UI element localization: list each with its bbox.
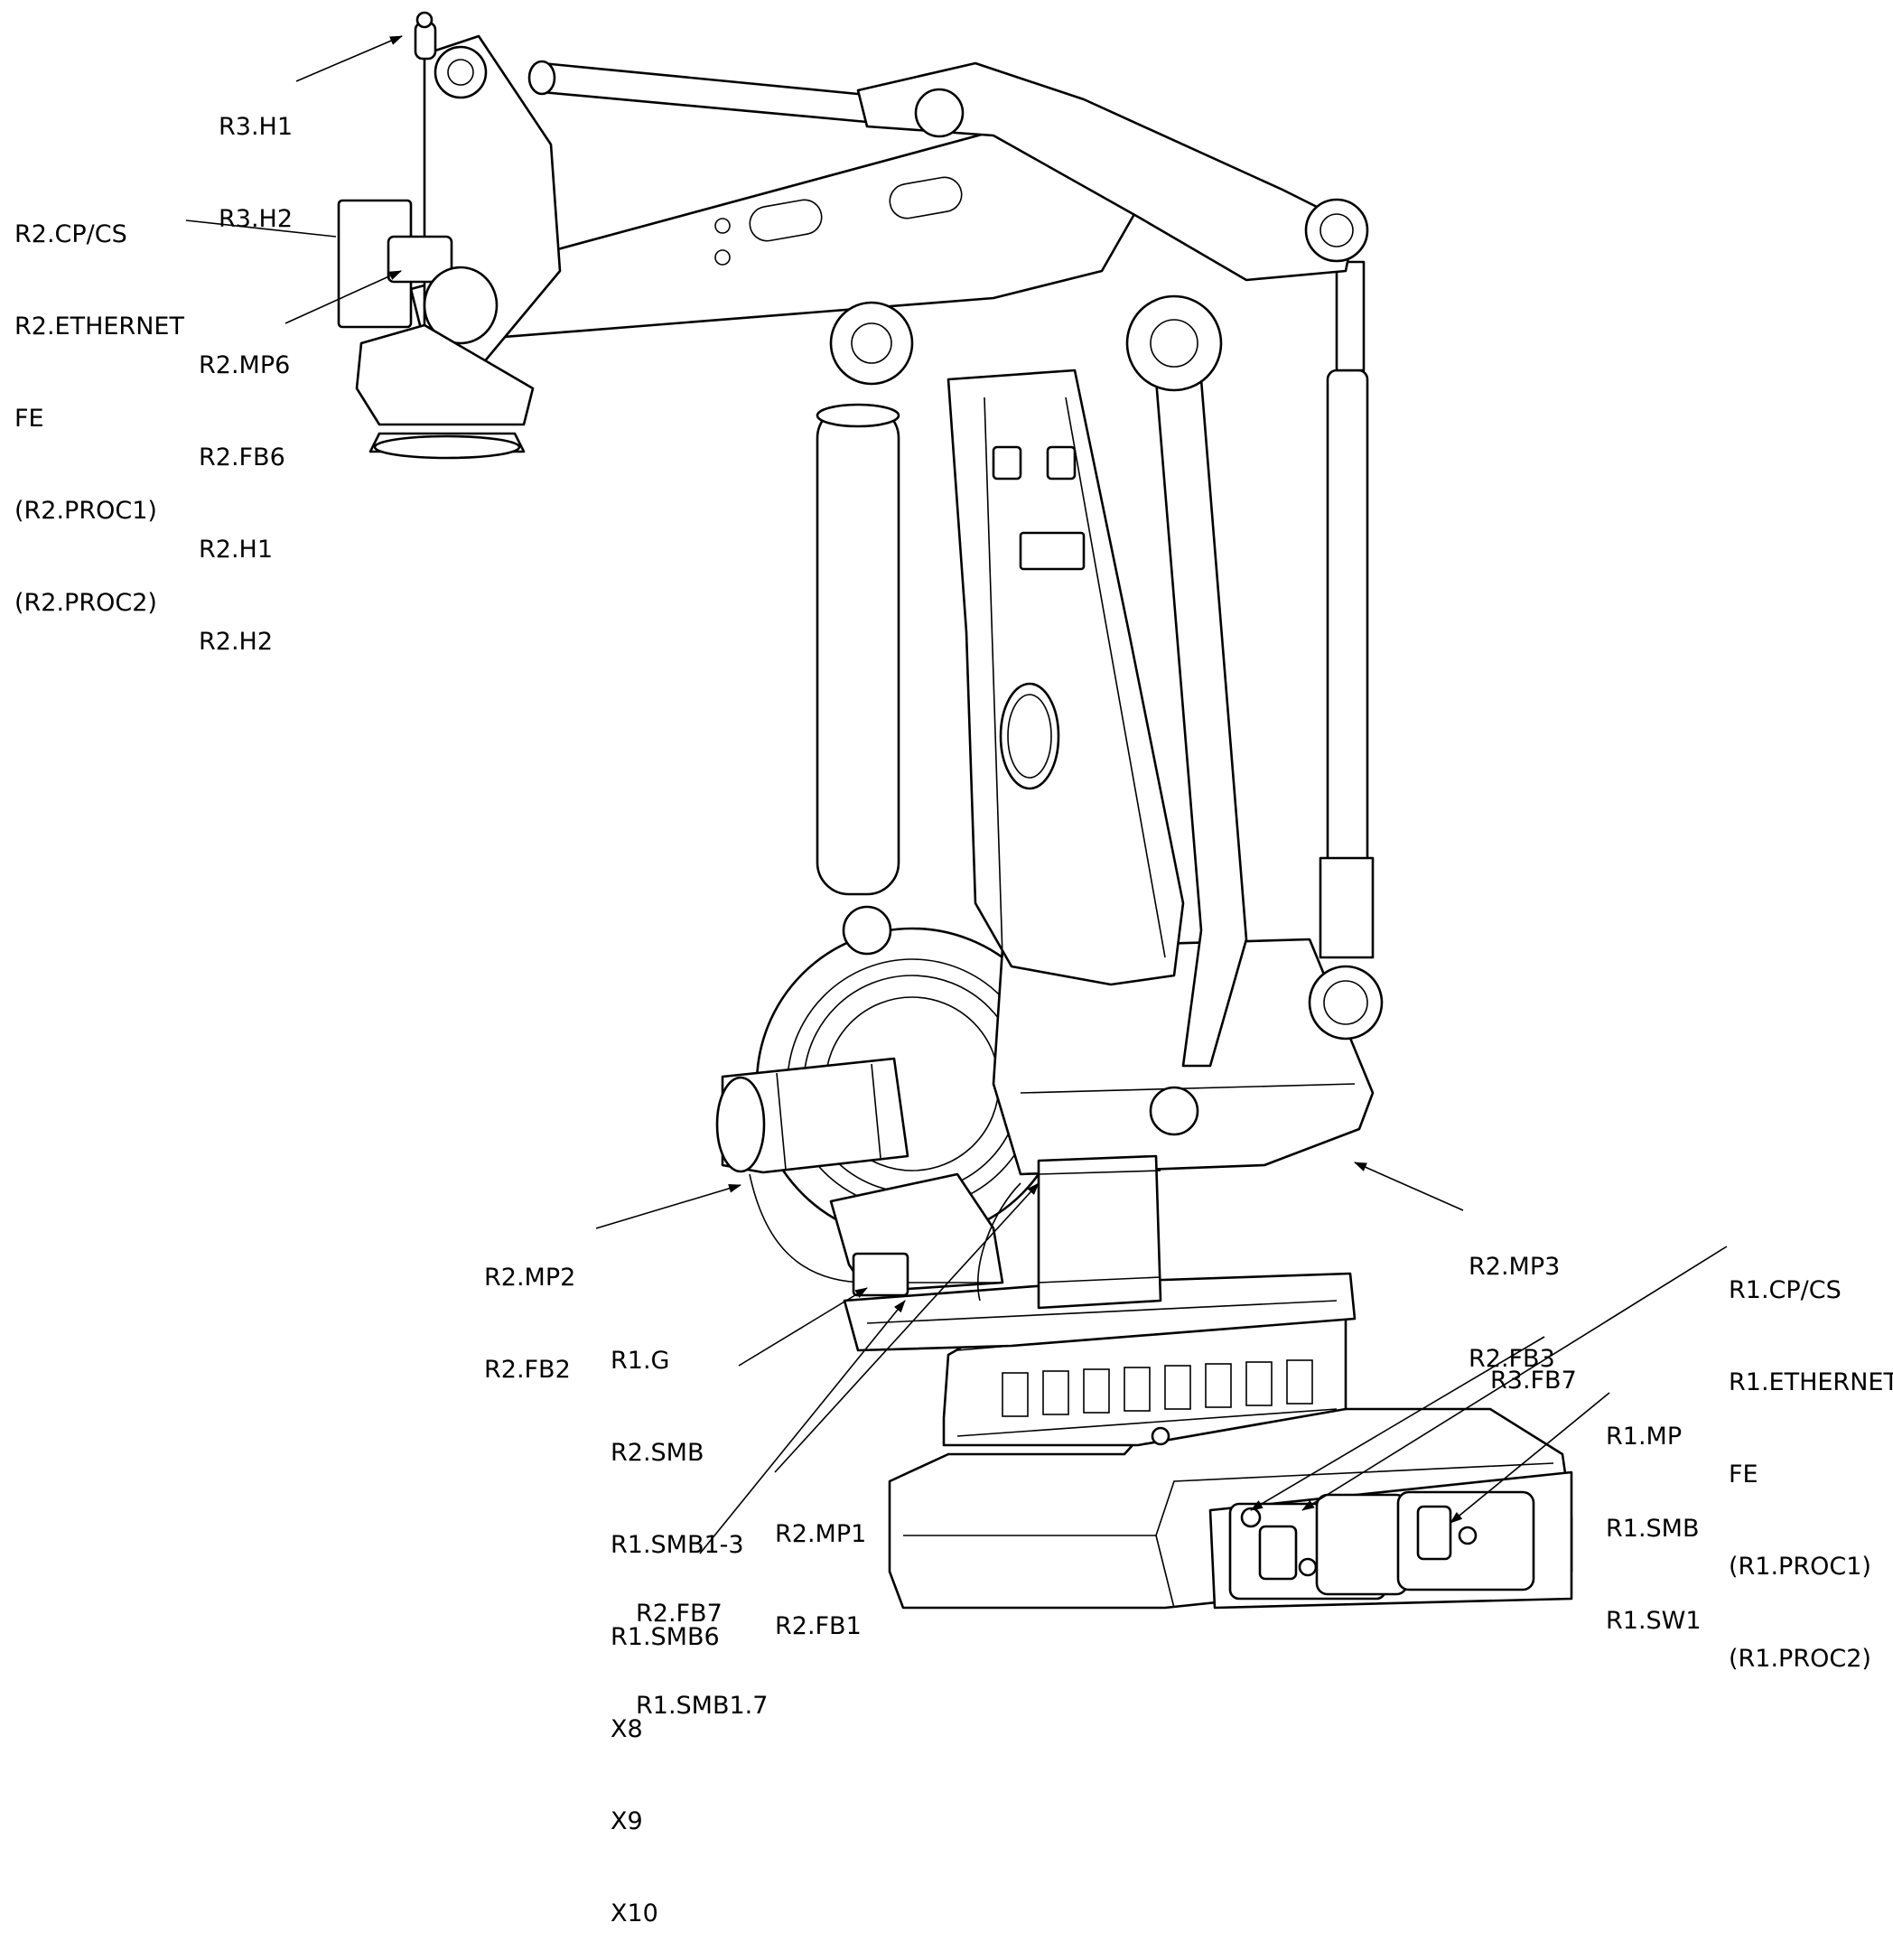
callout-line: R2.FB1 <box>775 1612 862 1640</box>
callout-r2-mp2: R2.MP2 R2.FB2 <box>484 1201 575 1416</box>
callout-line: R2.SMB <box>611 1439 704 1467</box>
callout-r2-mp1: R2.MP1 R2.FB1 <box>775 1458 866 1673</box>
callout-line: (R1.PROC1) <box>1729 1553 1871 1581</box>
callout-r2-fb7: R2.FB7 R1.SMB1.7 <box>636 1537 768 1752</box>
callout-line: R3.FB7 <box>1490 1367 1577 1395</box>
callout-r1-mp: R1.MP R1.SMB R1.SW1 <box>1606 1360 1702 1667</box>
callout-line: X9 <box>611 1807 643 1835</box>
leader-lines <box>185 35 1728 1554</box>
callout-r3-head: R3.H1 R3.H2 <box>219 51 293 266</box>
callout-r2-mp3: R2.MP3 R2.FB3 <box>1469 1190 1560 1405</box>
callout-line: R1.MP <box>1606 1423 1683 1451</box>
callout-line: R2.H1 <box>199 536 274 564</box>
callout-r1-cp: R1.CP/CS R1.ETHERNET FE (R1.PROC1) (R1.P… <box>1729 1214 1893 1705</box>
callout-line: FE <box>1729 1461 1758 1489</box>
callout-line: R2.FB7 <box>636 1600 723 1628</box>
callout-line: R2.FB2 <box>484 1356 571 1384</box>
callout-line: (R1.PROC2) <box>1729 1645 1871 1673</box>
callout-line: R2.MP3 <box>1469 1253 1561 1281</box>
robot-lower-body <box>715 927 1375 1310</box>
callout-line: R2.FB6 <box>199 443 285 471</box>
callout-line: R2.CP/CS <box>14 220 127 248</box>
callout-line: R3.H1 <box>219 113 294 141</box>
robot-upper-body <box>409 60 1384 1136</box>
callout-line: R2.MP1 <box>775 1520 867 1548</box>
callout-line: R2.H2 <box>199 628 274 656</box>
callout-line: R1.SMB1-3 <box>611 1531 744 1559</box>
callout-line: R1.CP/CS <box>1729 1276 1842 1304</box>
callout-line: FE <box>14 405 44 433</box>
callout-line: R1.G <box>611 1347 670 1375</box>
callout-line: R3.H2 <box>219 205 294 233</box>
robot-base <box>843 1272 1573 1610</box>
callout-line: R2.MP2 <box>484 1264 576 1292</box>
callout-r2-mp6: R2.MP6 R2.FB6 R2.H1 R2.H2 <box>199 289 290 688</box>
callout-line: R1.SMB1.7 <box>636 1692 769 1720</box>
callout-line: R1.ETHERNET <box>1729 1368 1893 1396</box>
callout-line: R2.MP6 <box>199 351 291 379</box>
callout-line: (R2.PROC2) <box>14 589 157 617</box>
callout-line: R1.SMB <box>1606 1515 1700 1543</box>
robot-line-drawing <box>185 11 1728 1610</box>
robot-wrist <box>337 11 562 460</box>
callout-line: R2.FB3 <box>1469 1345 1555 1373</box>
callout-r2-cp: R2.CP/CS R2.ETHERNET FE (R2.PROC1) (R2.P… <box>14 158 184 649</box>
callout-line: (R2.PROC1) <box>14 497 157 525</box>
callout-line: R1.SW1 <box>1606 1607 1702 1635</box>
callout-r3-fb7: R3.FB7 <box>1490 1304 1577 1427</box>
callout-line: X10 <box>611 1899 658 1927</box>
callout-line: R2.ETHERNET <box>14 313 184 341</box>
